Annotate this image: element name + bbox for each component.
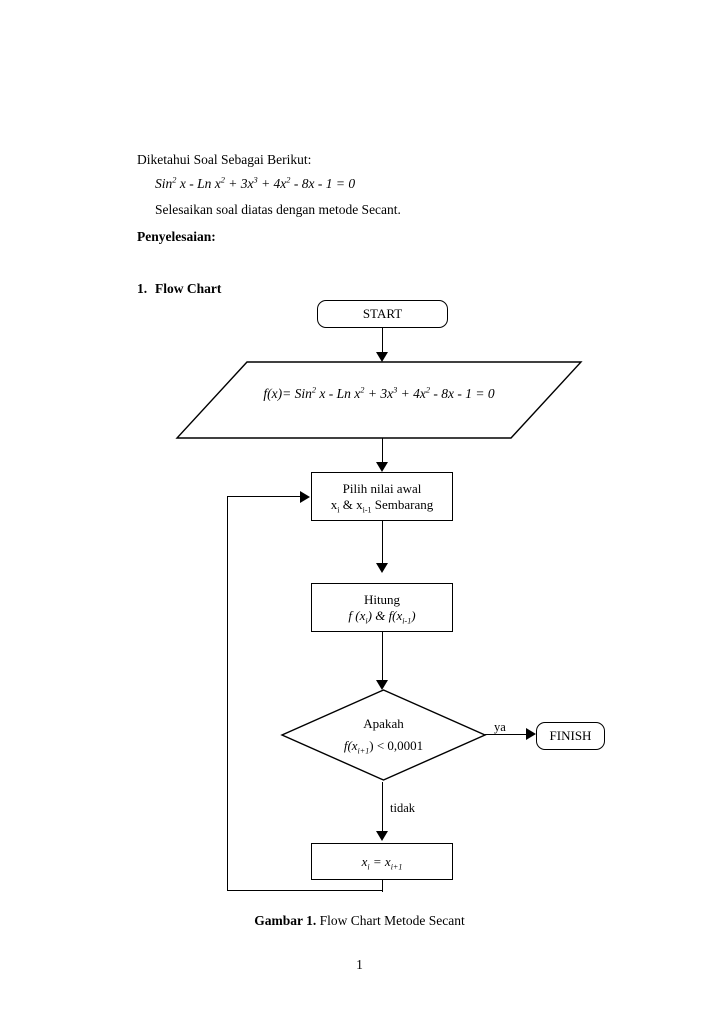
input-tail: - 8x - 1 = 0 (430, 386, 495, 401)
input-sup-2: 2 (360, 385, 365, 395)
compute-sub-a: i (365, 616, 368, 626)
connector-loop-bottom (227, 890, 383, 892)
init-sub-b: i-1 (362, 505, 372, 515)
connector-loop-top (227, 496, 302, 498)
instruction-text: Selesaikan soal diatas dengan metode Sec… (155, 202, 401, 217)
flow-node-decision-line2: f(xi+1) < 0,0001 (343, 738, 424, 756)
arrowhead-loop-to-init (300, 491, 310, 503)
edge-label-yes: ya (494, 720, 506, 734)
input-sup-3: 3 (393, 385, 398, 395)
connector-input-to-init (382, 438, 384, 464)
input-mid-3: + 4x (397, 386, 426, 401)
figure-caption: Gambar 1. Flow Chart Metode Secant (0, 913, 719, 929)
problem-equation: Sin2 x - Ln x2 + 3x3 + 4x2 - 8x - 1 = 0 (155, 175, 356, 191)
arrowhead-init-to-compute (376, 563, 388, 573)
equation-tail: - 8x - 1 = 0 (290, 176, 356, 191)
input-mid-2: + 3x (364, 386, 394, 401)
connector-start-to-input (382, 328, 384, 354)
flow-node-compute-line1: Hitung (363, 591, 401, 607)
update-sub-a: i (367, 862, 370, 872)
flow-node-finish-label: FINISH (549, 728, 592, 743)
solution-heading: Penyelesaian: (137, 229, 216, 244)
flow-node-input[interactable]: f(x)= Sin2 x - Ln x2 + 3x3 + 4x2 - 8x - … (175, 360, 583, 440)
flow-node-finish[interactable]: FINISH (536, 722, 605, 750)
flow-node-update[interactable]: xi = xi+1 (311, 843, 453, 880)
equation-sup-4: 2 (286, 175, 291, 185)
decision-tail: ) < 0,0001 (369, 738, 424, 753)
flow-node-compute[interactable]: Hitung f (xi) & f(xi-1) (311, 583, 453, 632)
equation-mid-2: + 3x (224, 176, 254, 191)
flow-node-start[interactable]: START (317, 300, 448, 328)
flow-node-update-label: xi = xi+1 (361, 853, 403, 872)
flow-node-start-label: START (362, 306, 403, 321)
arrowhead-compute-to-decision (376, 680, 388, 690)
parallelogram-shape (175, 361, 583, 439)
flow-node-decision-line1: Apakah (363, 716, 404, 731)
init-tail: Sembarang (371, 496, 434, 512)
figure-caption-rest: Flow Chart Metode Secant (316, 913, 465, 928)
input-sup-4: 2 (425, 385, 431, 395)
section-number: 1. (137, 281, 148, 296)
connector-compute-to-decision (382, 632, 384, 682)
page-number: 1 (356, 957, 363, 972)
connector-init-to-compute (382, 521, 384, 565)
equation-sup-2: 2 (220, 175, 225, 185)
decision-sub: i+1 (357, 746, 370, 756)
connector-decision-to-finish (485, 734, 530, 736)
input-sup-1: 2 (311, 385, 317, 395)
flow-node-init-line1: Pilih nilai awal (342, 480, 422, 496)
arrowhead-input-to-init (376, 462, 388, 472)
figure-caption-bold: Gambar 1. (254, 913, 317, 928)
arrowhead-decision-to-update (376, 831, 388, 841)
equation-mid-3: + 4x (257, 176, 287, 191)
compute-tail: ) (411, 607, 416, 623)
flow-node-compute-line2: f (xi) & f(xi-1) (348, 607, 416, 626)
init-mid: & x (339, 496, 363, 512)
edge-label-no: tidak (390, 801, 415, 815)
flow-node-init-line2: xi & xi-1 Sembarang (330, 496, 434, 515)
arrowhead-start-to-input (376, 352, 388, 362)
connector-loop-left (227, 496, 229, 891)
equation-mid-1: x - Ln x (176, 176, 221, 191)
intro-heading: Diketahui Soal Sebagai Berikut: (137, 152, 312, 167)
section-title: Flow Chart (155, 281, 222, 296)
update-mid: = x (369, 853, 391, 869)
flow-node-input-label: f(x)= Sin2 x - Ln x2 + 3x3 + 4x2 - 8x - … (263, 385, 495, 401)
connector-loop-down (382, 880, 384, 892)
equation-sup-3: 3 (253, 175, 258, 185)
arrowhead-decision-to-finish (526, 728, 536, 740)
flow-node-init[interactable]: Pilih nilai awal xi & xi-1 Sembarang (311, 472, 453, 521)
compute-sub-b: i-1 (402, 616, 412, 626)
compute-mid: ) & f(x (367, 607, 403, 623)
diamond-shape (280, 689, 487, 781)
connector-decision-to-update (382, 782, 384, 832)
flow-node-decision[interactable]: Apakah f(xi+1) < 0,0001 (280, 688, 487, 782)
init-sub-a: i (337, 505, 340, 515)
input-mid-1: x - Ln x (316, 386, 361, 401)
equation-sup-1: 2 (172, 175, 177, 185)
update-sub-b: i+1 (390, 862, 403, 872)
